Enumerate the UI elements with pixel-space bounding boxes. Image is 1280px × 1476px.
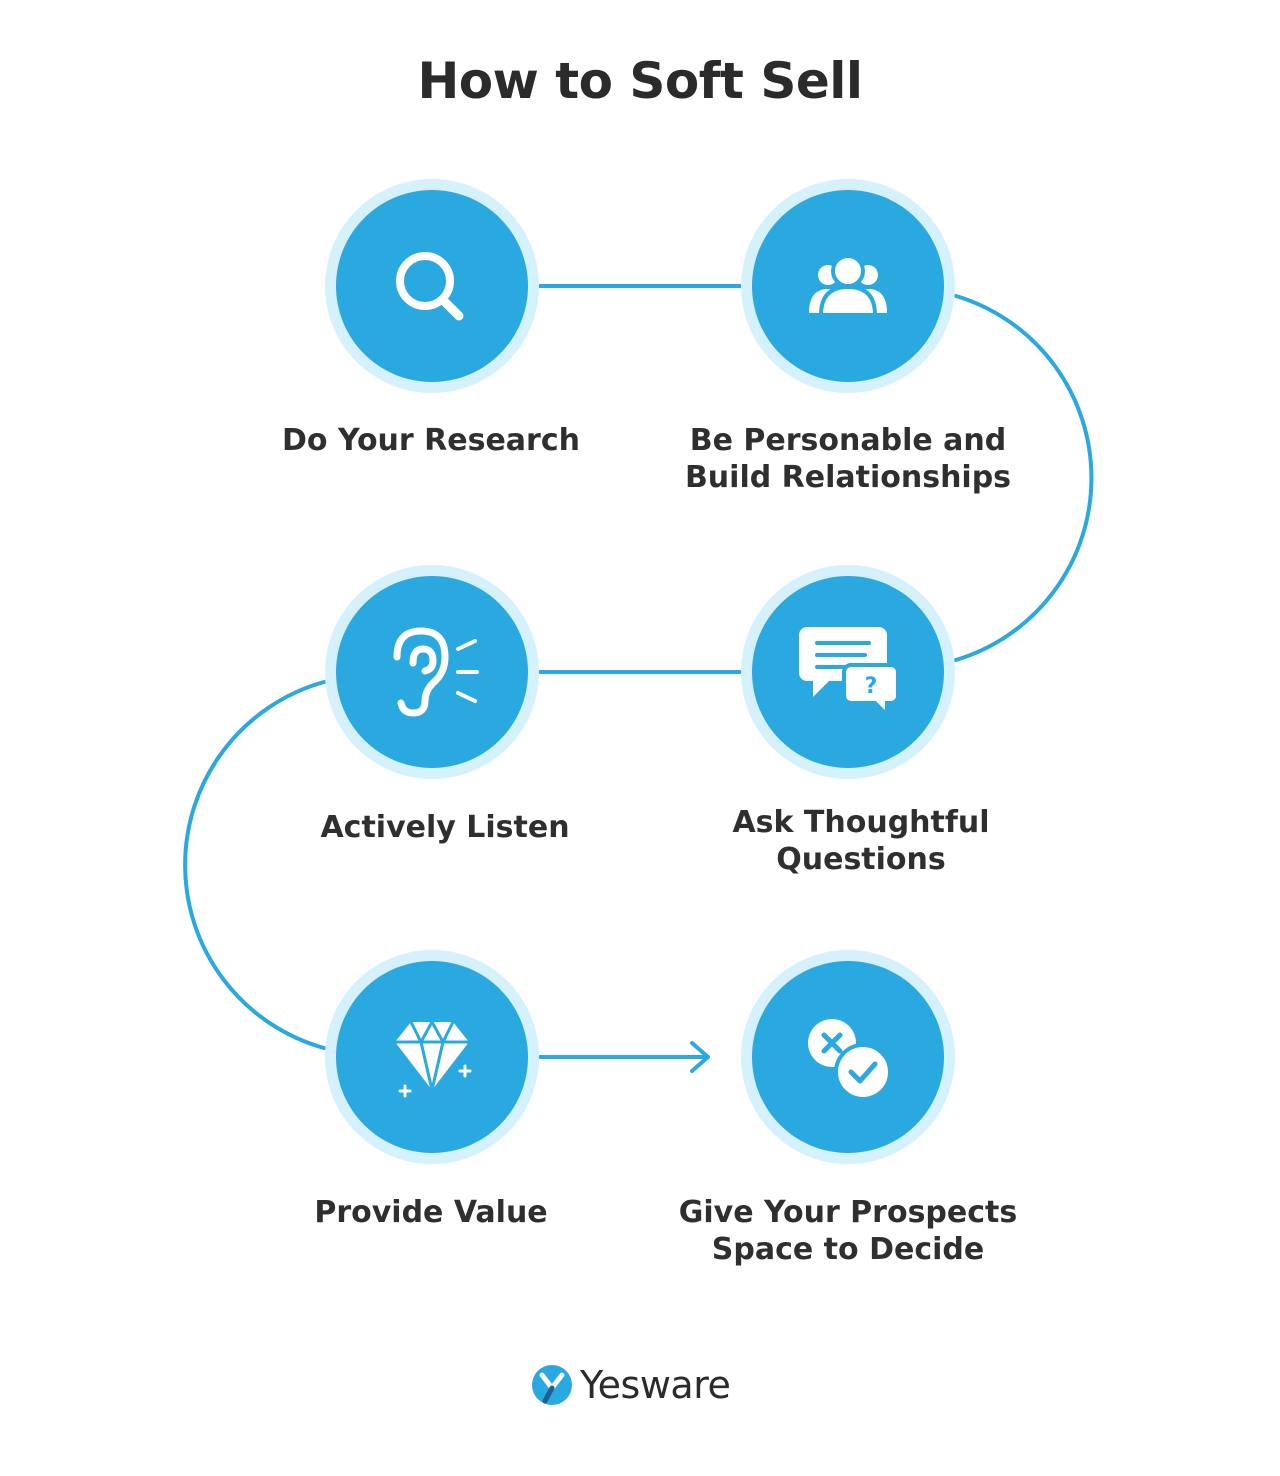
connector-personable-to-questions bbox=[954, 294, 1094, 662]
step-circle-value bbox=[325, 950, 539, 1164]
arrow-head-icon bbox=[690, 1041, 710, 1073]
step-circle-questions: ? bbox=[741, 565, 955, 779]
step-circle-decide bbox=[741, 950, 955, 1164]
cross-check-icon bbox=[808, 1019, 892, 1101]
step-circle-research bbox=[325, 179, 539, 393]
svg-text:?: ? bbox=[865, 674, 878, 699]
people-group-icon bbox=[809, 254, 887, 317]
magnifier-icon bbox=[396, 252, 464, 321]
step-label-value: Provide Value bbox=[314, 1195, 548, 1230]
step-circle-listen bbox=[325, 565, 539, 779]
step-label-decide: Give Your Prospects Space to Decide bbox=[678, 1195, 1018, 1267]
diamond-icon bbox=[395, 1020, 472, 1098]
page-title: How to Soft Sell bbox=[417, 52, 863, 110]
yesware-logo-icon bbox=[532, 1365, 572, 1405]
step-circle-personable bbox=[741, 179, 955, 393]
step-label-listen: Actively Listen bbox=[320, 810, 570, 845]
speech-bubbles-question-icon: ? bbox=[799, 627, 900, 720]
ear-icon bbox=[393, 627, 479, 717]
step-label-research: Do Your Research bbox=[282, 423, 580, 458]
connector-listen-to-value bbox=[183, 680, 326, 1050]
yesware-logo: Yesware bbox=[530, 1360, 731, 1410]
step-label-questions: Ask Thoughtful Questions bbox=[732, 805, 990, 877]
step-label-personable: Be Personable and Build Relationships bbox=[684, 423, 1012, 495]
brand-name: Yesware bbox=[580, 1363, 731, 1407]
